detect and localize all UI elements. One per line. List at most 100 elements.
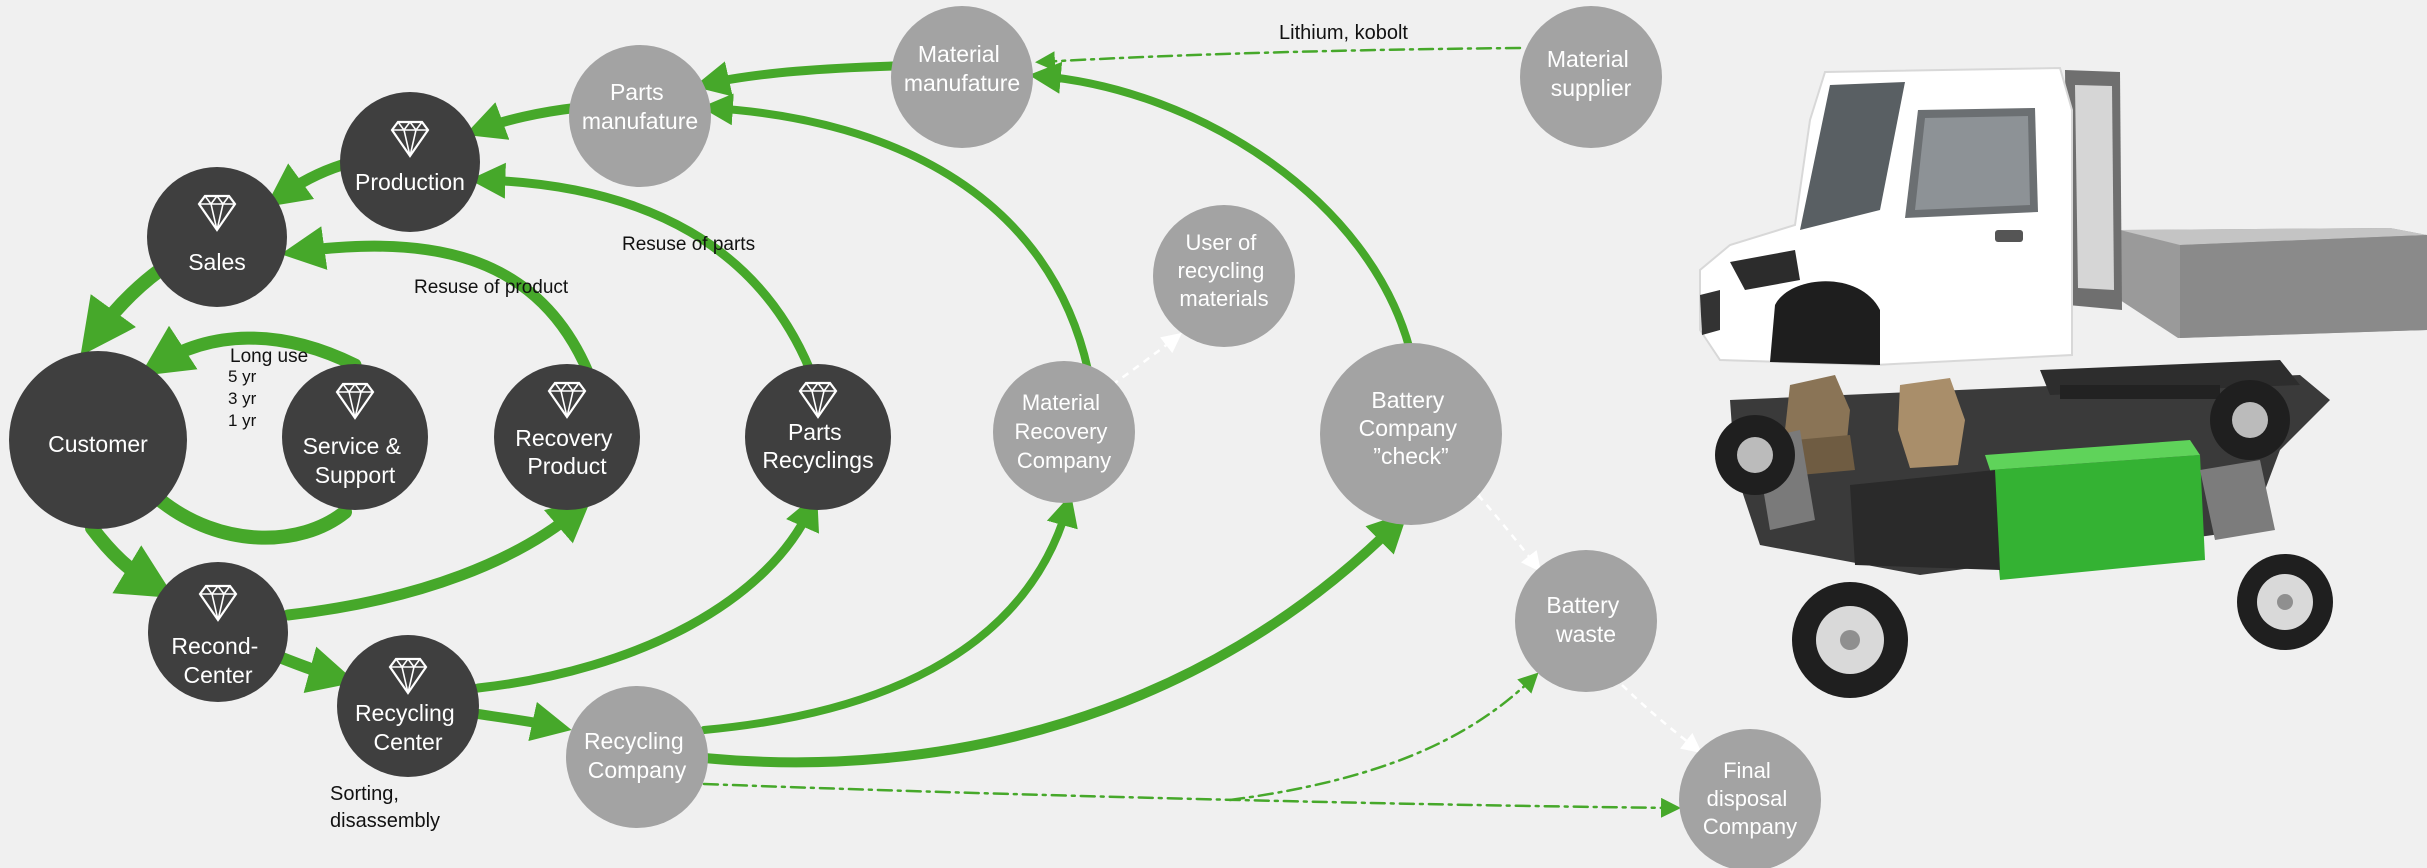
arrow-battery-to-material — [1028, 61, 1414, 354]
svg-text:Recovery Product: Recovery Product — [515, 425, 619, 479]
node-battery-check: Battery Company ”check” — [1320, 343, 1502, 525]
node-line: Center — [373, 729, 442, 755]
svg-text:Parts Recyclings: Parts Recyclings — [762, 419, 873, 473]
arrow-recco-to-matrec — [700, 494, 1078, 734]
svg-text:Final disposal: Final disposal Company — [1703, 758, 1797, 839]
node-customer-line: Customer — [48, 431, 148, 457]
node-line: Recyclings — [762, 447, 873, 473]
node-parts-manufature: Parts manufature — [569, 45, 711, 187]
node-production: Production — [340, 92, 480, 232]
svg-text:Recycling Company: Recycling Company — [584, 728, 690, 783]
node-line: Sales — [188, 249, 246, 275]
node-service-support: Service & Support — [282, 364, 428, 510]
white-arrows — [1111, 332, 1702, 754]
svg-text:Customer: Customer — [48, 431, 148, 457]
node-line: Company — [1017, 448, 1111, 473]
node-material-manufature: Material manufature — [891, 6, 1033, 148]
arrow-customer-to-recond — [85, 521, 175, 599]
svg-text:Material manufature: Material manufature — [904, 41, 1020, 96]
arrow-long-use-top — [139, 325, 362, 376]
node-customer: Customer — [9, 351, 187, 529]
arrow-matrec-to-user — [1111, 332, 1182, 387]
arrow-material-to-parts — [693, 61, 898, 97]
wheel-rear-right — [2237, 554, 2333, 650]
arrow-parts-to-production — [464, 102, 580, 140]
arrow-sales-to-customer — [80, 263, 167, 356]
label-resuse-product: Resuse of product — [414, 277, 569, 298]
node-line: Parts — [610, 79, 664, 105]
node-line: Support — [315, 462, 396, 488]
label-long-use: Long use — [230, 346, 308, 367]
svg-text:Parts manufature: Parts manufature — [582, 79, 698, 134]
node-parts-recyclings: Parts Recyclings — [745, 364, 891, 510]
truck-illustration — [1699, 66, 2427, 698]
svg-text:Material supplier: Material supplier — [1547, 46, 1635, 101]
arrow-to-battery-waste — [1228, 672, 1539, 802]
label-disassembly: disassembly — [330, 810, 440, 832]
node-line: Recond- — [171, 633, 258, 659]
arrow-matrec-to-parts — [700, 93, 1092, 374]
node-line: Recovery — [515, 425, 613, 451]
node-sales: Sales — [147, 167, 287, 307]
svg-text:Production: Production — [355, 169, 465, 195]
svg-text:Service & Support: Service & Support — [303, 433, 408, 488]
svg-text:User of recycling: User of recycling materials — [1178, 230, 1271, 311]
node-line: supplier — [1551, 75, 1632, 101]
node-line: manufature — [904, 70, 1020, 96]
arrow-recycling-center-to-company — [473, 701, 572, 742]
node-recycling-company: Recycling Company — [566, 686, 708, 828]
arrow-recond-to-recycling — [276, 646, 357, 693]
node-line: Center — [183, 662, 252, 688]
node-line: materials — [1179, 286, 1268, 311]
node-line: Recovery — [1014, 419, 1107, 444]
arrow-long-use-bottom — [153, 493, 352, 545]
svg-text:Recond- Center: Recond- Center — [171, 633, 264, 688]
node-line: Product — [527, 453, 607, 479]
label-long-use-5yr: 5 yr — [228, 367, 257, 386]
node-line: Material — [1547, 46, 1629, 72]
label-lithium-kobolt: Lithium, kobolt — [1279, 22, 1408, 44]
node-line: Final — [1723, 758, 1771, 783]
truck-wheels — [1715, 380, 2333, 698]
node-line: Material — [1022, 390, 1100, 415]
flow-labels: Lithium, kobolt Resuse of parts Resuse o… — [228, 22, 1408, 832]
node-line: Recycling — [355, 700, 455, 726]
arrow-recco-to-battery — [699, 512, 1408, 768]
node-line: Parts — [788, 419, 842, 445]
arrow-production-to-sales — [265, 159, 348, 208]
node-line: Recycling — [584, 728, 684, 754]
arrow-supplier-to-material — [1035, 46, 1522, 72]
arrow-recond-to-recovery — [282, 497, 592, 621]
node-line: Material — [918, 41, 1000, 67]
node-battery-waste: Battery waste — [1515, 550, 1657, 692]
node-recycling-center: Recycling Center — [337, 635, 479, 777]
node-line: Service & — [303, 433, 401, 459]
label-long-use-1yr: 1 yr — [228, 411, 257, 430]
node-line: recycling — [1178, 258, 1265, 283]
node-line: manufature — [582, 108, 698, 134]
node-line: Company — [588, 757, 687, 783]
flow-arrows — [80, 46, 1681, 818]
node-line: disposal — [1707, 786, 1788, 811]
node-user-of-recycling: User of recycling materials — [1153, 205, 1295, 347]
arrow-recycling-to-parts-recyc — [473, 493, 819, 693]
node-recond-center: Recond- Center — [148, 562, 288, 702]
arrow-recco-to-final — [702, 782, 1681, 818]
arrow-resuse-parts — [469, 162, 815, 375]
node-line: waste — [1555, 621, 1616, 647]
label-long-use-3yr: 3 yr — [228, 389, 257, 408]
arrow-resuse-product — [280, 226, 594, 378]
diagram-nodes: Customer Service & Support Recovery Prod… — [9, 6, 1821, 868]
node-material-supplier: Material supplier — [1520, 6, 1662, 148]
node-material-recovery: Material Recovery Company — [993, 361, 1135, 503]
node-line: Company — [1359, 415, 1458, 441]
node-line: Company — [1703, 814, 1797, 839]
arrow-battery-check-waste — [1460, 477, 1542, 572]
svg-text:Sales: Sales — [188, 249, 246, 275]
svg-text:Recycling Center: Recycling Center — [355, 700, 461, 755]
svg-text:Battery Company: Battery Company ”check” — [1359, 387, 1464, 469]
node-recovery-product: Recovery Product — [494, 364, 640, 510]
node-line: Production — [355, 169, 465, 195]
wheel-front-left — [1792, 582, 1908, 698]
